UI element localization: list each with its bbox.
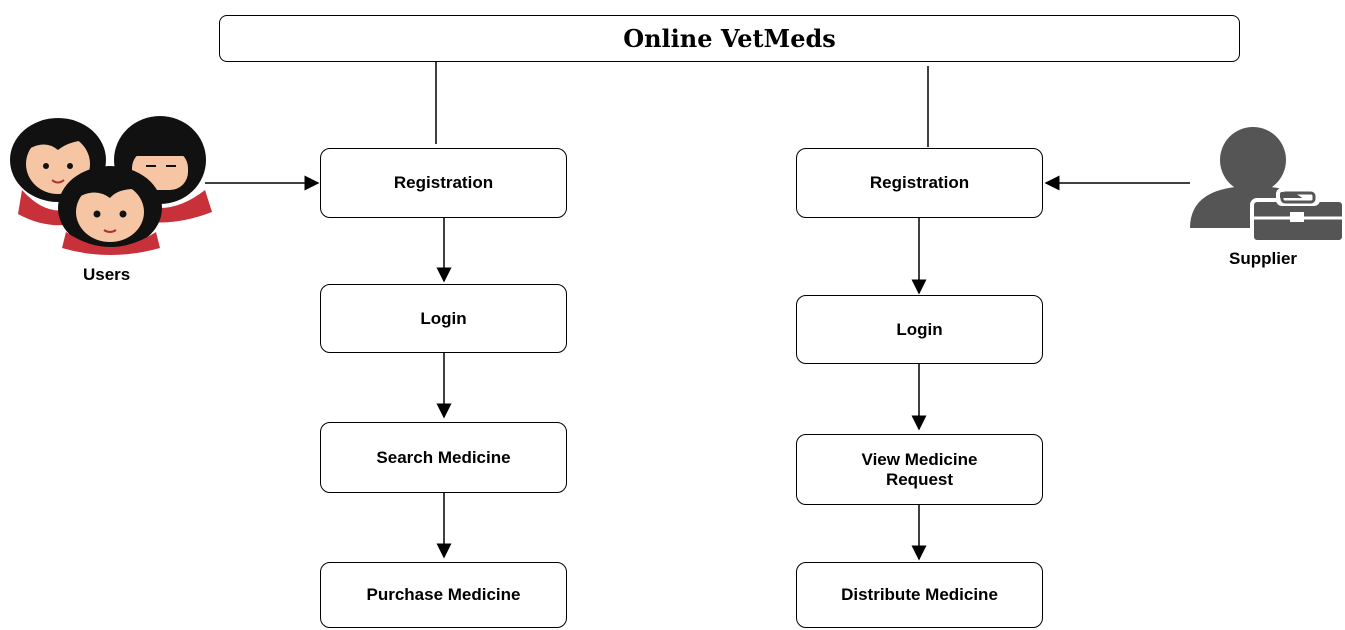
purchase-medicine-box[interactable]: Purchase Medicine xyxy=(320,562,567,628)
search-medicine-box[interactable]: Search Medicine xyxy=(320,422,567,493)
user-registration-box[interactable]: Registration xyxy=(320,148,567,218)
supplier-briefcase-icon xyxy=(1190,127,1345,244)
supplier-registration-box[interactable]: Registration xyxy=(796,148,1043,218)
user-login-box[interactable]: Login xyxy=(320,284,567,353)
view-medicine-request-box[interactable]: View Medicine Request xyxy=(796,434,1043,505)
distribute-medicine-box[interactable]: Distribute Medicine xyxy=(796,562,1043,628)
system-title: Online VetMeds xyxy=(219,15,1240,62)
users-group-icon xyxy=(10,116,212,255)
supplier-label: Supplier xyxy=(1229,249,1298,268)
supplier-login-box[interactable]: Login xyxy=(796,295,1043,364)
users-label: Users xyxy=(83,265,131,284)
